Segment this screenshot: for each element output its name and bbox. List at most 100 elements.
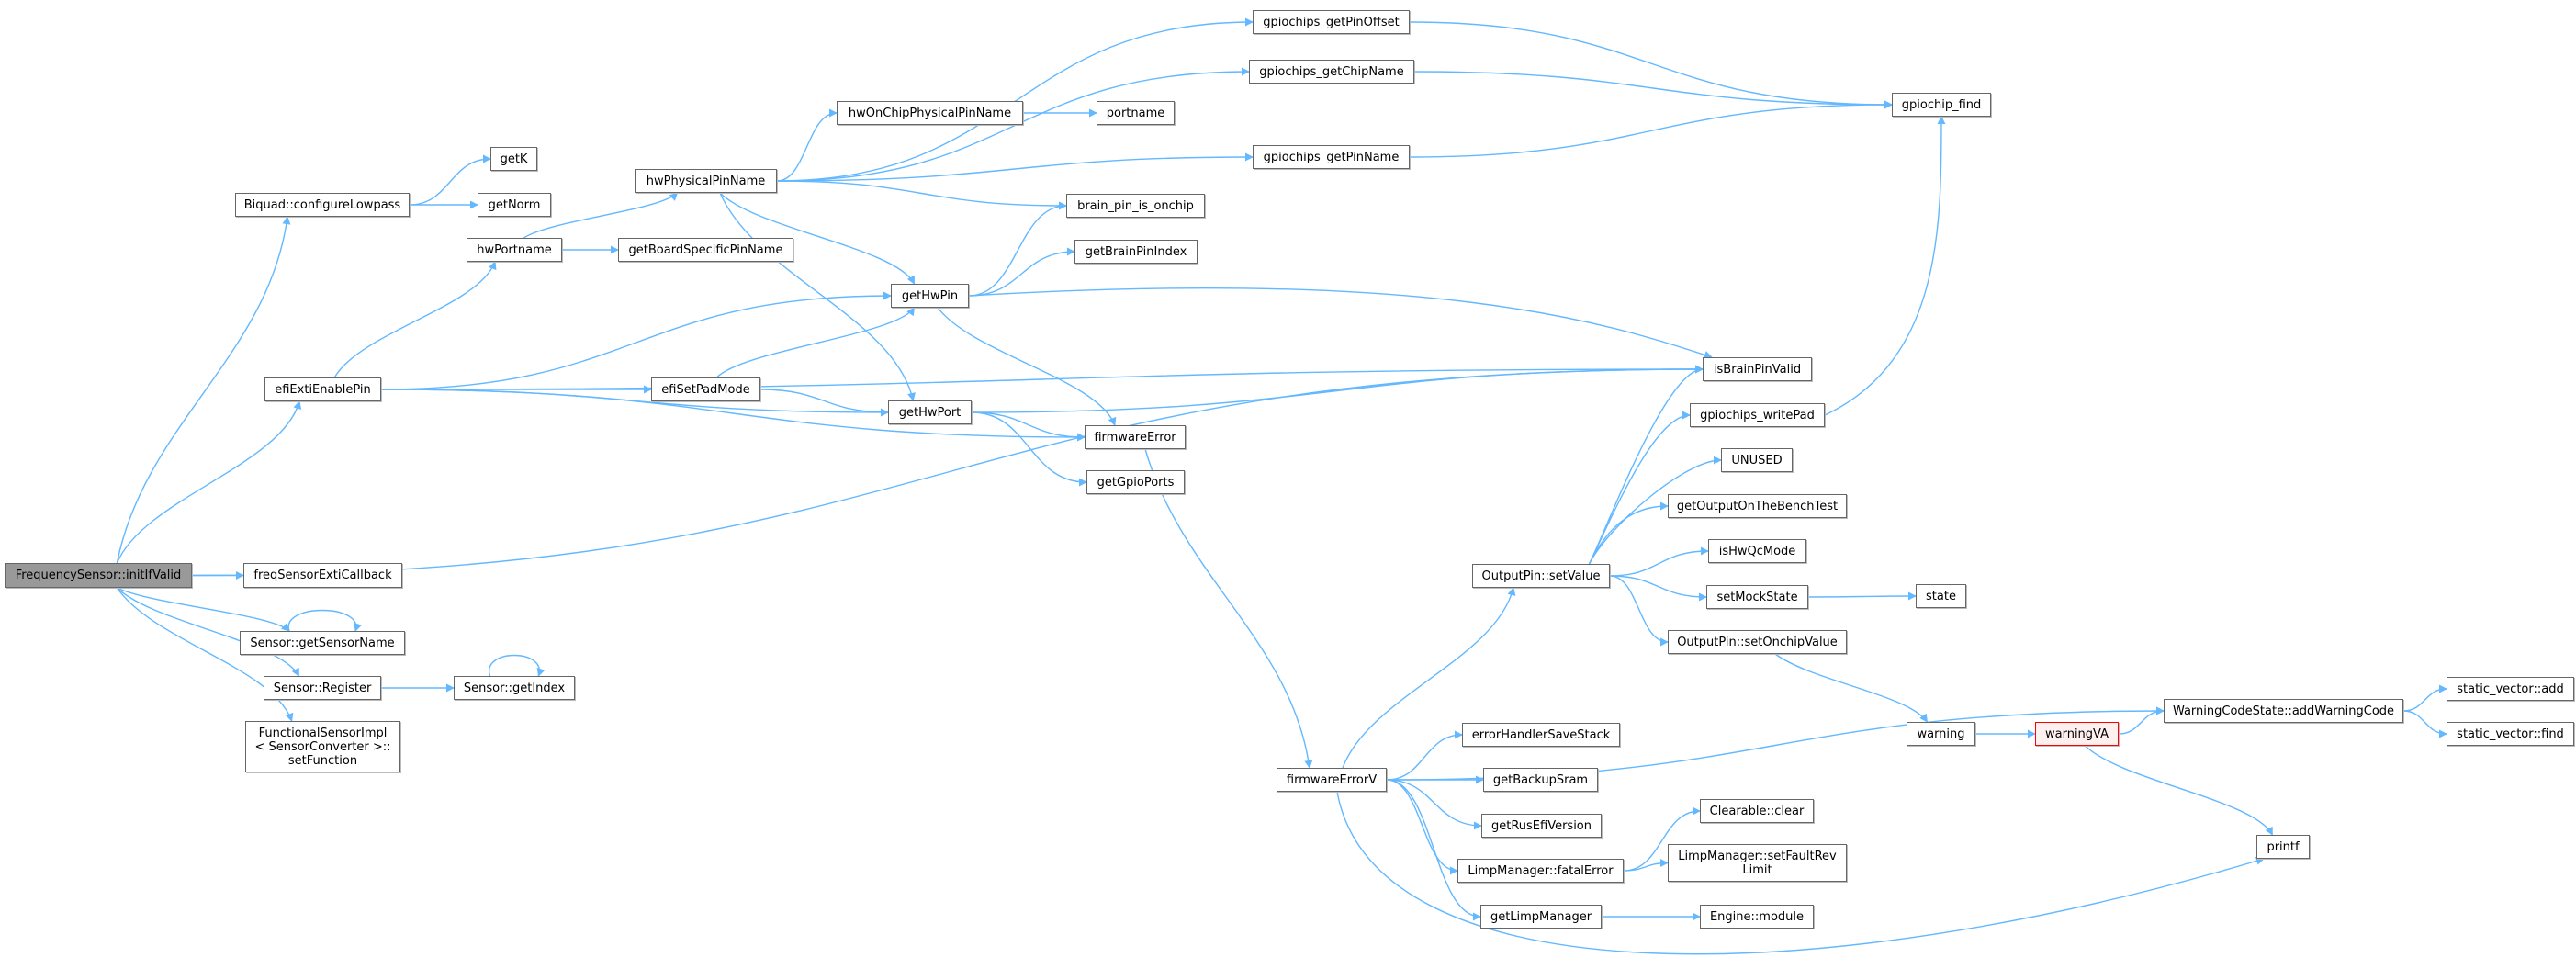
node-state[interactable]: state (1916, 584, 1966, 608)
node-clear[interactable]: Clearable::clear (1700, 799, 1814, 823)
edge-getHwPin-to-getBrainPinIndex (968, 247, 1075, 297)
edge-efiSetPadMode-to-getHwPin (715, 307, 916, 378)
edge-hwPhysicalPinName-to-hwOnChipPhysicalPinName (776, 108, 838, 182)
node-writePad[interactable]: gpiochips_writePad (1690, 403, 1825, 427)
node-getK[interactable]: getK (490, 147, 537, 171)
edge-addWarningCode-to-vec_find (2402, 710, 2447, 738)
node-Register[interactable]: Sensor::Register (264, 676, 381, 700)
node-getHwPort[interactable]: getHwPort (888, 400, 972, 424)
edge-fatalError-to-setFaultRevLimit (1623, 859, 1669, 872)
node-getGpioPorts[interactable]: getGpioPorts (1086, 470, 1185, 494)
node-getBackupSram[interactable]: getBackupSram (1483, 768, 1598, 792)
edge-getHwPort-to-isBrainPinValid (971, 365, 1704, 413)
node-efiExtiEnablePin[interactable]: efiExtiEnablePin (264, 377, 381, 401)
node-setMockState[interactable]: setMockState (1706, 585, 1808, 609)
edge-getChipName-to-gpiochip_find (1413, 71, 1893, 109)
node-addWarningCode[interactable]: WarningCodeState::addWarningCode (2164, 699, 2403, 723)
node-firmwareError[interactable]: firmwareError (1085, 425, 1186, 449)
node-isHwQcMode[interactable]: isHwQcMode (1708, 539, 1806, 563)
node-setValue[interactable]: OutputPin::setValue (1472, 564, 1610, 588)
edge-firmwareErrorV-to-fatalError (1386, 779, 1458, 875)
edge-getHwPort-to-firmwareError (971, 411, 1086, 442)
edge-hwPhysicalPinName-to-getChipName (776, 67, 1250, 182)
node-setOnchipValue[interactable]: OutputPin::setOnchipValue (1668, 630, 1847, 654)
edge-initIfValid-to-configureLowpass (116, 216, 291, 564)
node-getBoardSpecificPinName[interactable]: getBoardSpecificPinName (618, 238, 793, 262)
node-vec-add[interactable]: static_vector::add (2447, 677, 2574, 701)
edge-efiExtiEnablePin-to-getHwPin (380, 291, 892, 390)
edge-initIfValid-to-setFunction (116, 587, 294, 722)
node-UNUSED[interactable]: UNUSED (1721, 448, 1793, 472)
edge-efiExtiEnablePin-to-firmwareError (380, 389, 1086, 442)
edge-setValue-to-setMockState (1609, 575, 1707, 602)
edge-setValue-to-isHwQcMode (1609, 546, 1709, 577)
node-portname[interactable]: portname (1097, 101, 1175, 125)
edge-hwPhysicalPinName-to-brain_pin_is_onchip (776, 180, 1067, 210)
node-warningVA[interactable]: warningVA (2035, 722, 2119, 746)
edge-efiSetPadMode-to-getHwPort (759, 389, 889, 417)
edge-hwPortname-to-hwPhysicalPinName (523, 192, 679, 239)
node-brain-pin-is-onchip[interactable]: brain_pin_is_onchip (1066, 194, 1205, 218)
edge-setValue-to-setOnchipValue (1609, 575, 1669, 647)
node-getSensorName[interactable]: Sensor::getSensorName (240, 631, 405, 655)
edge-initIfValid-to-isBrainPinValid (191, 365, 1704, 577)
edge-getPinOffset-to-gpiochip_find (1409, 21, 1893, 109)
node-getLimpManager[interactable]: getLimpManager (1480, 905, 1602, 929)
edge-efiExtiEnablePin-to-isBrainPinValid (380, 365, 1704, 390)
edge-getHwPort-to-getGpioPorts (971, 411, 1087, 487)
node-vec-find[interactable]: static_vector::find (2447, 722, 2574, 746)
node-configureLowpass[interactable]: Biquad::configureLowpass (235, 193, 410, 217)
node-module[interactable]: Engine::module (1700, 905, 1814, 929)
edge-writePad-to-gpiochip_find (1824, 116, 1946, 416)
node-errorHandlerSaveStack[interactable]: errorHandlerSaveStack (1462, 723, 1620, 747)
edge-getSensorName-to-getSensorName (287, 609, 362, 632)
node-getHwPin[interactable]: getHwPin (891, 284, 969, 308)
node-hwPhysicalPinName[interactable]: hwPhysicalPinName (635, 169, 777, 193)
node-getOutputOnTheBenchTest[interactable]: getOutputOnTheBenchTest (1668, 494, 1847, 518)
edge-setMockState-to-state (1807, 591, 1917, 601)
node-printf[interactable]: printf (2256, 835, 2310, 859)
edge-getHwPin-to-brain_pin_is_onchip (968, 201, 1067, 297)
edge-firmwareErrorV-to-setValue (1342, 587, 1516, 769)
node-gpiochip-find[interactable]: gpiochip_find (1892, 93, 1991, 117)
node-warning[interactable]: warning (1907, 722, 1975, 746)
edge-getHwPin-to-firmwareError (937, 307, 1117, 426)
node-hwPortname[interactable]: hwPortname (467, 238, 562, 262)
edge-setValue-to-getOutputOnTheBenchTest (1588, 501, 1669, 565)
node-setFunction[interactable]: FunctionalSensorImpl < SensorConverter >… (245, 721, 400, 772)
node-initIfValid[interactable]: FrequencySensor::initIfValid (5, 563, 192, 588)
node-getIndex[interactable]: Sensor::getIndex (454, 676, 575, 700)
edge-hwPhysicalPinName-to-getPinName (776, 152, 1254, 182)
edge-getIndex-to-getIndex (489, 654, 546, 677)
node-getRusEfiVersion[interactable]: getRusEfiVersion (1481, 814, 1602, 838)
edge-firmwareError-to-firmwareErrorV (1144, 448, 1313, 769)
edge-warningVA-to-addWarningCode (2118, 706, 2165, 735)
node-fatalError[interactable]: LimpManager::fatalError (1457, 859, 1624, 883)
node-setFaultRevLimit[interactable]: LimpManager::setFaultRev Limit (1668, 844, 1847, 882)
edge-initIfValid-to-efiExtiEnablePin (116, 400, 302, 564)
edge-firmwareErrorV-to-printf (1336, 791, 2265, 955)
edge-getPinName-to-gpiochip_find (1409, 100, 1893, 158)
edge-initIfValid-to-Register (116, 587, 300, 677)
edge-addWarningCode-to-vec_add (2402, 684, 2447, 712)
edge-configureLowpass-to-getK (409, 154, 491, 206)
edge-firmwareErrorV-to-getLimpManager (1386, 779, 1481, 921)
edge-setOnchipValue-to-warning (1774, 653, 1929, 723)
node-getNorm[interactable]: getNorm (478, 193, 551, 217)
node-efiSetPadMode[interactable]: efiSetPadMode (651, 377, 760, 401)
edge-firmwareErrorV-to-getRusEfiVersion (1386, 779, 1482, 830)
edge-warningVA-to-printf (2085, 745, 2274, 836)
node-getChipName[interactable]: gpiochips_getChipName (1249, 60, 1414, 84)
node-firmwareErrorV[interactable]: firmwareErrorV (1277, 768, 1387, 792)
node-getBrainPinIndex[interactable]: getBrainPinIndex (1074, 240, 1198, 264)
node-hwOnChipPhysicalPinName[interactable]: hwOnChipPhysicalPinName (837, 101, 1023, 125)
node-getPinName[interactable]: gpiochips_getPinName (1253, 145, 1410, 169)
edge-initIfValid-to-getSensorName (117, 587, 290, 632)
node-isBrainPinValid[interactable]: isBrainPinValid (1703, 357, 1812, 381)
edge-hwPhysicalPinName-to-getHwPin (719, 192, 916, 285)
node-getPinOffset[interactable]: gpiochips_getPinOffset (1253, 10, 1410, 34)
edge-efiExtiEnablePin-to-hwPortname (333, 261, 497, 378)
node-freqSensorExtiCallback[interactable]: freqSensorExtiCallback (243, 563, 402, 588)
